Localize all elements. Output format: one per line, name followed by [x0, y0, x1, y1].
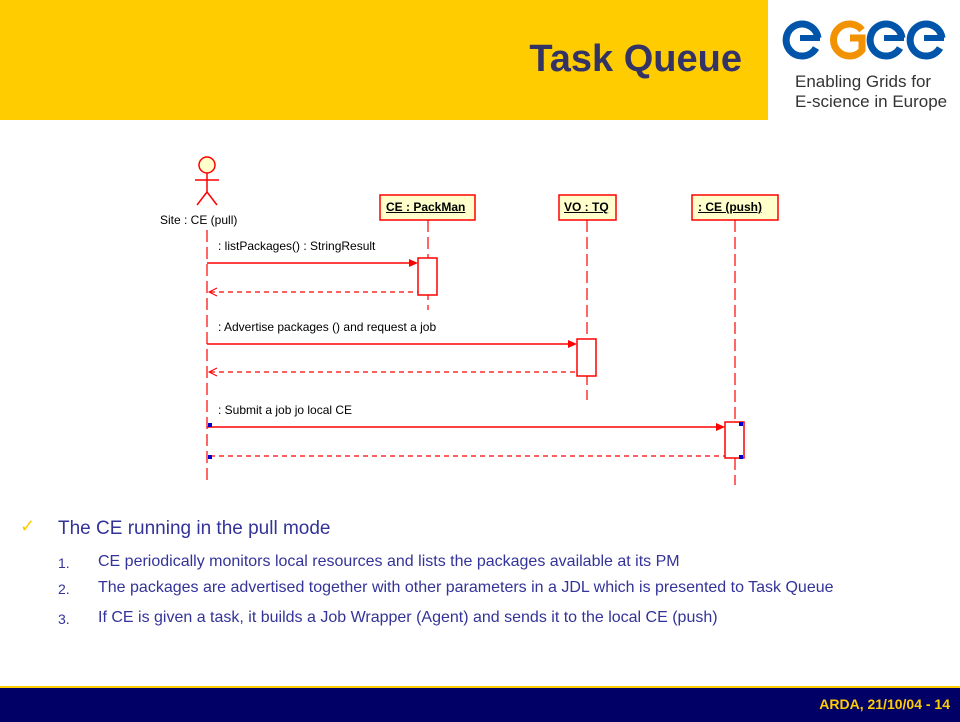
checkmark-icon: ✓ — [20, 516, 36, 536]
activation-packman — [417, 257, 438, 296]
actor-icon — [195, 156, 219, 206]
handle-1 — [208, 423, 212, 427]
slide-content: ✓ The CE running in the pull mode 1. CE … — [20, 516, 940, 628]
step-text: If CE is given a task, it builds a Job W… — [98, 609, 718, 626]
step-number: 3. — [58, 611, 70, 627]
main-bullet-text: The CE running in the pull mode — [58, 518, 331, 539]
message-1-label: : listPackages() : StringResult — [218, 239, 376, 253]
footer-text: ARDA, 21/10/04 - 14 — [819, 696, 950, 712]
sequence-diagram: Site : CE (pull) CE : PackMan VO : TQ : … — [150, 150, 790, 495]
slide-title: Task Queue — [529, 38, 742, 80]
header-band — [0, 0, 768, 120]
message-2-label: : Advertise packages () and request a jo… — [218, 320, 437, 334]
egee-wordmark-icon — [782, 20, 946, 60]
logo-tagline-1: Enabling Grids for — [795, 72, 932, 91]
step-text: The packages are advertised together wit… — [98, 579, 834, 596]
lifeline-head-push — [691, 194, 779, 221]
step-number: 2. — [58, 581, 70, 597]
footer-bar: ARDA, 21/10/04 - 14 — [0, 686, 960, 722]
sequence-diagram-graphic — [195, 156, 779, 485]
step-number: 1. — [58, 555, 70, 571]
lifeline-label-packman: CE : PackMan — [386, 200, 466, 214]
message-3-label: : Submit a job jo local CE — [218, 403, 353, 417]
step-item: 1. CE periodically monitors local resour… — [20, 552, 940, 572]
lifeline-label-tq: VO : TQ — [564, 200, 609, 214]
step-item: 3. If CE is given a task, it builds a Jo… — [20, 608, 940, 628]
lifeline-label-push: : CE (push) — [698, 200, 762, 214]
handle-3 — [739, 422, 743, 426]
handle-4 — [739, 455, 743, 459]
egee-logo: Enabling Grids for E-science in Europe — [778, 8, 953, 118]
handle-2 — [208, 455, 212, 459]
step-item: 2. The packages are advertised together … — [20, 578, 940, 598]
main-bullet: ✓ The CE running in the pull mode — [20, 516, 940, 546]
logo-tagline-2: E-science in Europe — [795, 92, 948, 111]
actor-label: Site : CE (pull) — [160, 213, 238, 227]
activation-tq — [576, 338, 597, 377]
lifeline-head-tq — [558, 194, 617, 221]
activation-push — [724, 421, 745, 459]
step-text: CE periodically monitors local resources… — [98, 553, 680, 570]
